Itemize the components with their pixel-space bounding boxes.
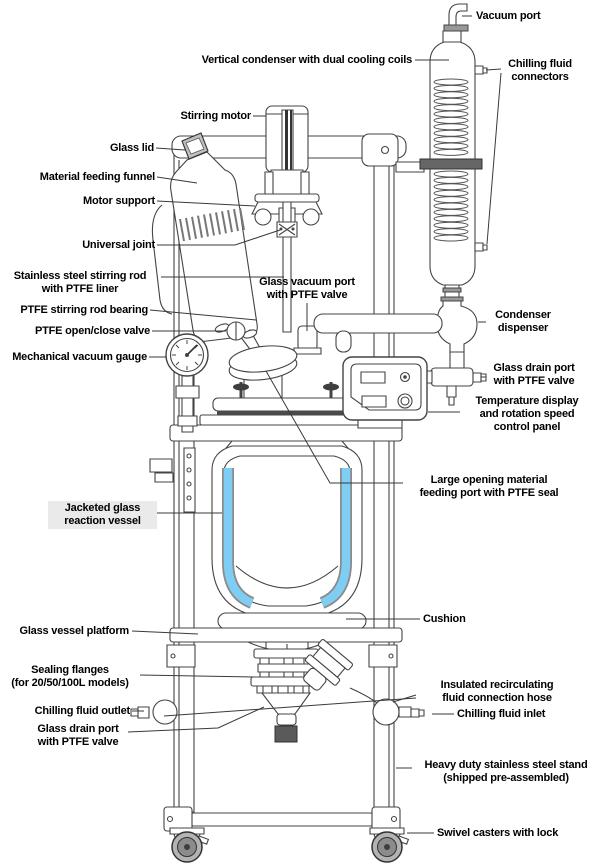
chilling-fluid-connectors-leader-line xyxy=(487,73,501,244)
swivel-casters-label: Swivel casters with lock xyxy=(437,827,559,839)
motor-support-leader-line xyxy=(157,201,255,206)
side-port-fitting xyxy=(150,448,195,512)
ptfe-open-close-valve xyxy=(214,322,258,340)
jacketed-vessel-label: Jacketed glass reaction vessel xyxy=(48,501,157,529)
leader-lines xyxy=(128,16,501,833)
sealing-flanges-label: Sealing flanges (for 20/50/100L models) xyxy=(11,664,129,689)
glass-vessel-platform-label: Glass vessel platform xyxy=(19,625,129,637)
vertical-condenser-label: Vertical condenser with dual cooling coi… xyxy=(201,54,413,66)
drain-valve-plug xyxy=(275,726,297,742)
temperature-control-panel-label: Temperature display and rotation speed c… xyxy=(475,395,579,433)
stirring-motor xyxy=(252,106,322,332)
material-feeding-funnel xyxy=(152,133,260,352)
material-feeding-funnel-label: Material feeding funnel xyxy=(39,171,155,183)
cushion-label: Cushion xyxy=(423,613,466,625)
cooling-coils xyxy=(434,79,468,241)
glass-drain-port-upper-label: Glass drain port with PTFE valve xyxy=(493,362,575,387)
stirring-rod xyxy=(283,202,291,332)
jacketed-glass-reaction-vessel xyxy=(150,441,362,617)
universal-joint-label: Universal joint xyxy=(82,239,155,251)
mechanical-vacuum-gauge-label: Mechanical vacuum gauge xyxy=(12,351,147,363)
vertical-condenser xyxy=(420,4,487,405)
chilling-fluid-outlet-label: Chilling fluid outlet xyxy=(34,705,131,717)
chilling-fluid-connectors-leader-line xyxy=(486,69,501,70)
temperature-display xyxy=(361,372,385,383)
glass-vacuum-port-label: Glass vacuum port with PTFE valve xyxy=(259,276,355,301)
open-close-valve-label: PTFE open/close valve xyxy=(34,325,150,337)
motor-support-label: Motor support xyxy=(83,195,155,207)
bottom-drain-assembly xyxy=(131,639,424,742)
chilling-fluid-inlet-label: Chilling fluid inlet xyxy=(457,708,546,720)
stand-base xyxy=(164,807,408,862)
mechanical-vacuum-gauge xyxy=(166,334,208,432)
glass-drain-port-lower-leader-line xyxy=(128,707,264,732)
universal-joint-leader-line xyxy=(157,230,280,245)
glass-lid-label: Glass lid xyxy=(109,142,154,154)
jacket-fluid-left xyxy=(228,468,252,603)
condenser-dispenser-label: Condenser dispenser xyxy=(495,309,551,334)
vacuum-pipe-assembly xyxy=(294,314,442,354)
lower-sealing-clamp xyxy=(170,425,402,441)
chilling-fluid-outlet-hose xyxy=(131,700,177,724)
large-opening-port-label: Large opening material feeding port with… xyxy=(419,474,559,499)
stirring-rod-label: Stainless steel stirring rod with PTFE l… xyxy=(13,270,147,295)
glass-vessel-platform-leader-line xyxy=(132,631,198,634)
angled-valve xyxy=(294,639,353,698)
large-opening-port-leader-line xyxy=(266,371,403,483)
funnel-hatched-tube xyxy=(180,208,244,241)
insulated-hose-leader-line xyxy=(164,698,416,716)
universal-joint xyxy=(277,222,297,237)
material-feeding-funnel-leader-line xyxy=(157,177,197,183)
glass-drain-port-lower-label: Glass drain port with PTFE valve xyxy=(37,723,119,748)
gauge-needle xyxy=(187,345,197,355)
glass-drain-valve-upper xyxy=(426,368,486,405)
heavy-duty-stand-label: Heavy duty stainless steel stand (shippe… xyxy=(424,759,588,784)
vacuum-port-label: Vacuum port xyxy=(476,10,541,22)
rod-bearing-label: PTFE stirring rod bearing xyxy=(20,304,148,316)
insulated-hose-label: Insulated recirculating fluid connection… xyxy=(440,679,554,704)
knob-large xyxy=(398,394,412,408)
jacket-fluid-right xyxy=(322,468,346,603)
caster-right xyxy=(370,828,408,862)
vacuum-port-tube xyxy=(449,4,467,27)
feeding-port-cap xyxy=(228,342,299,375)
stirring-motor-label: Stirring motor xyxy=(180,110,251,122)
glass-lid-leader-line xyxy=(156,148,185,150)
vessel-platform xyxy=(167,613,402,667)
rod-bearing-leader-line xyxy=(150,310,256,320)
chilling-fluid-connectors-label: Chilling fluid connectors xyxy=(508,58,572,83)
glass-vessel-platform xyxy=(170,628,402,642)
speed-display xyxy=(362,396,386,407)
sealing-flanges-leader-line xyxy=(140,675,254,677)
condenser-clamp xyxy=(420,159,482,169)
control-panel xyxy=(343,357,427,428)
caster-left xyxy=(170,828,208,862)
reaction-vessel-lid xyxy=(170,342,402,441)
chilling-fluid-inlet-hose xyxy=(373,699,424,725)
